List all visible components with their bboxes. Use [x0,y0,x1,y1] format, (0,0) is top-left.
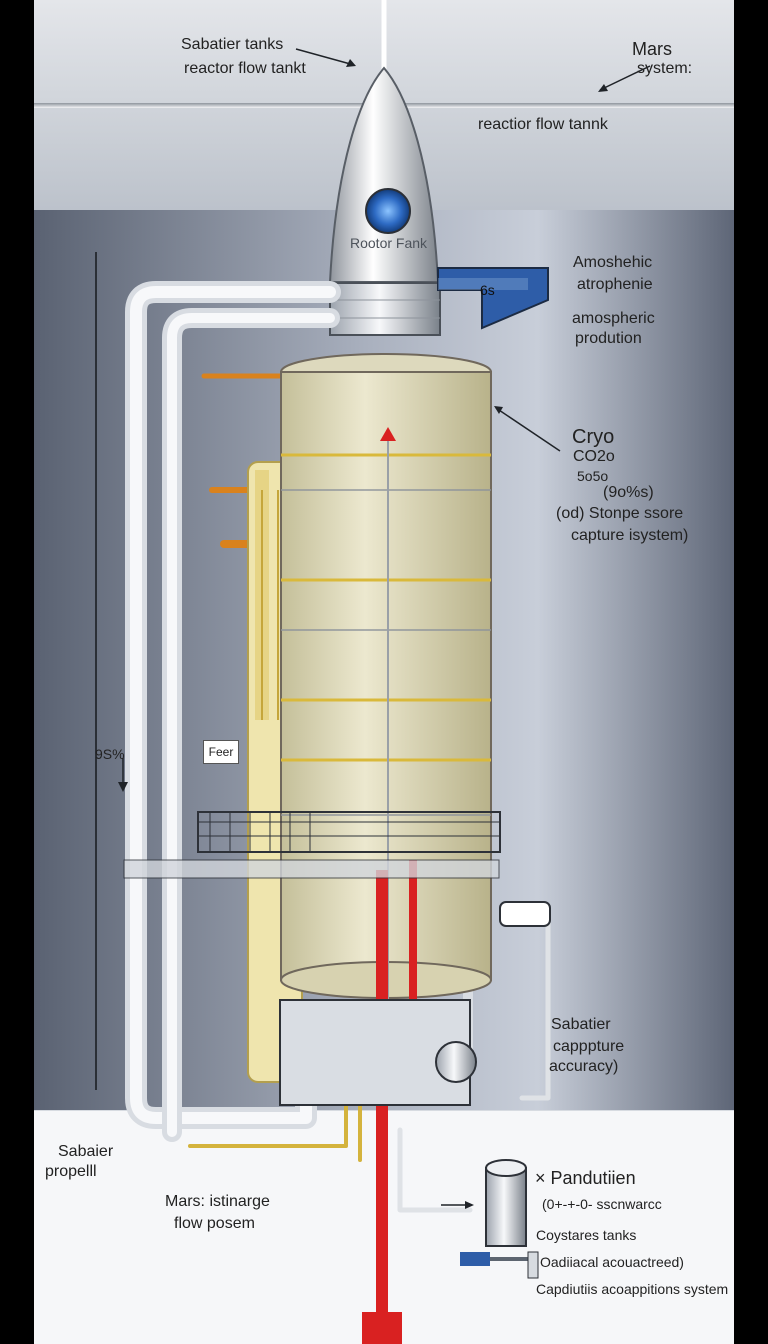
top-center-label: reactior flow tannk [478,116,608,133]
bottom-right-label-5: Capdiutiis acoappitions system [536,1281,729,1297]
bottom-left-label-2: propelll [45,1163,97,1180]
lower-right-label-2: capppture [553,1038,625,1055]
bottom-right-label-4: Oadiiacal acouactreed) [540,1254,684,1270]
left-side-percent-label: 9S% [95,746,125,762]
bottom-right-label-2: (0+-+-0- sscnwarcc [542,1196,662,1212]
bracket-label: 6s [480,282,495,298]
top-left-label-1: Sabatier tanks [181,36,284,53]
top-left-label-2: reactor flow tankt [184,60,306,77]
pump-icon [460,1159,539,1279]
blue-bracket [437,267,549,330]
top-right-label-1: Mars [632,39,672,59]
bottom-right-label-3: Coystares tanks [536,1227,637,1243]
annotation-arrows [118,48,651,1209]
globe-icon [365,188,411,234]
top-right-label-2: system: [637,60,693,77]
right-upper-label-4: prodution [575,330,642,347]
bottom-center-label-2: flow posem [174,1215,255,1232]
left-feed-box: Feer [203,740,239,764]
central-red-column [362,860,417,1344]
right-middle-label-4: (9o%s) [603,484,654,501]
bottom-right-label-1: × Pandutiien [535,1168,636,1188]
lower-right-label-1: Sabatier [551,1016,611,1033]
right-middle-label-2: CO2o [573,448,615,465]
rocket-icon [328,0,441,336]
bottom-left-label-1: Sabaier [58,1143,114,1160]
bottom-center-label-1: Mars: istinarge [165,1193,270,1210]
right-upper-label-2: atrophenie [577,276,653,293]
right-upper-label-3: amospheric [572,310,655,327]
rocket-label: Rootor Fank [350,235,428,251]
machinery-platform [123,811,551,1106]
right-upper-label-1: Amoshehic [573,254,653,271]
right-middle-label-1: Cryo [572,426,615,448]
right-middle-label-6: capture isystem) [571,527,689,544]
lower-right-label-3: accuracy) [549,1058,619,1075]
right-middle-label-5: (od) Stonpe ssore [556,505,684,522]
right-middle-label-3: 5o5o [577,468,609,484]
